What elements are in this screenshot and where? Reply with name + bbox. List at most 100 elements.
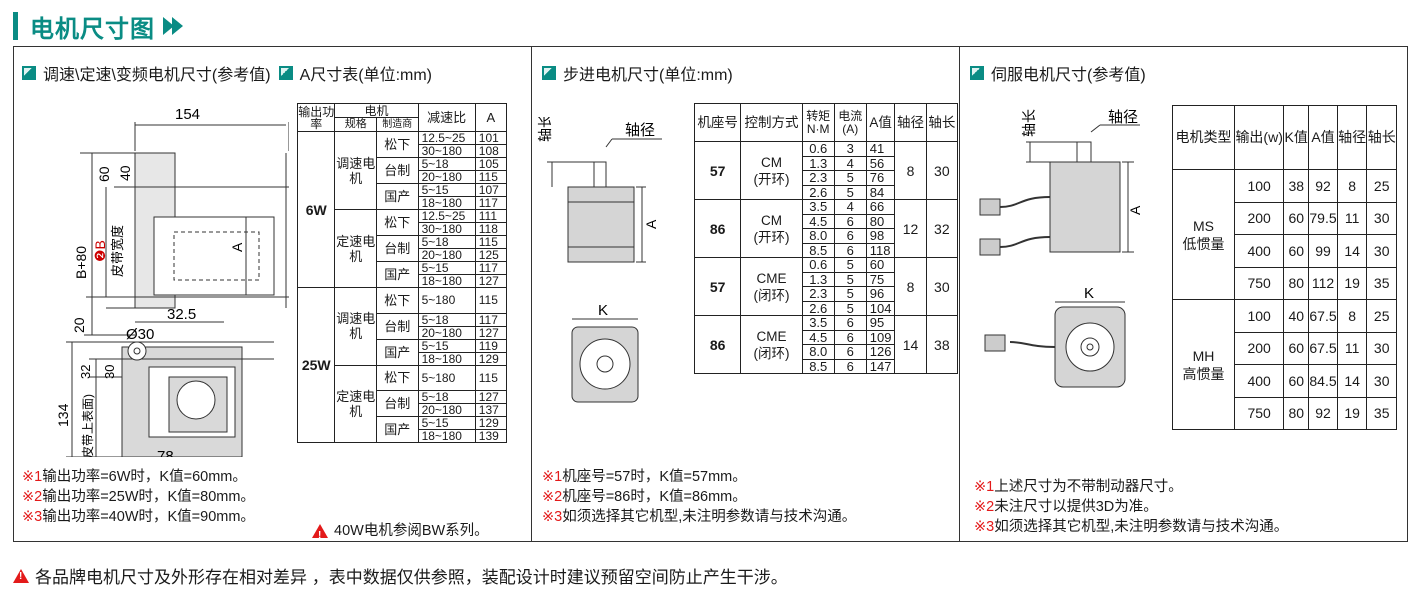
a-value-cell: 60 [865, 257, 896, 273]
ratio-cell: 5~18 [417, 235, 476, 249]
torque-cell: 4.5 [801, 329, 835, 345]
torque-cell: 2.6 [801, 184, 835, 200]
note-2: ※2输出功率=25W时，K值=80mm。 [22, 487, 255, 507]
output-cell: 400 [1233, 364, 1285, 398]
motor-spec-cell: 调速电机 [334, 131, 377, 210]
note-mark: ※2 [542, 489, 563, 505]
frame-size-cell: 86 [693, 315, 742, 374]
th-maker: 制造商 [376, 117, 419, 132]
section-head-text: 调速\定速\变频电机尺寸(参考值) [43, 67, 271, 84]
th-cell: 轴径 [894, 103, 927, 142]
output-cell: 750 [1233, 396, 1285, 430]
note-text: 如须选择其它机型,未注明参数请与技术沟通。 [562, 509, 857, 525]
shaft-len-cell: 35 [1366, 266, 1397, 300]
power-cell: 25W [296, 286, 336, 444]
k-value-cell: 60 [1283, 364, 1310, 398]
ratio-cell: 12.5~25 [417, 131, 476, 145]
k-value-cell: 38 [1283, 169, 1310, 203]
ratio-cell: 18~180 [417, 429, 476, 444]
note-1: ※1输出功率=6W时，K值=60mm。 [22, 467, 255, 487]
dim-b: ❷B [92, 240, 108, 262]
a-value-cell: 115 [474, 287, 508, 314]
a-value-cell: 67.5 [1308, 299, 1338, 333]
a-value-cell: 126 [865, 344, 896, 360]
section-head-speed-motor: 调速\定速\变频电机尺寸(参考值) A尺寸表(单位:mm) [22, 61, 432, 85]
speed-motor-notes: ※1输出功率=6W时，K值=60mm。 ※2输出功率=25W时，K值=80mm。… [22, 467, 255, 527]
note-1: ※1机座号=57时，K值=57mm。 [542, 467, 856, 487]
maker-cell: 台制 [376, 157, 419, 184]
current-cell: 5 [833, 286, 867, 302]
shaft-len-cell: 30 [925, 141, 959, 200]
a-value-cell: 118 [865, 242, 896, 258]
shaft-len-cell: 25 [1366, 299, 1397, 333]
shaft-len-cell: 30 [925, 257, 959, 316]
th-cell: 机座号 [693, 103, 742, 142]
a-value-cell: 67.5 [1308, 331, 1338, 365]
torque-cell: 8.0 [801, 228, 835, 244]
maker-cell: 国产 [376, 261, 419, 288]
a-value-cell: 127 [474, 274, 508, 288]
section-head-stepper: 步进电机尺寸(单位:mm) [542, 61, 733, 85]
bottom-disclaimer: 各品牌电机尺寸及外形存在相对差异 ，表中数据仅供参照，装配设计时建议预留空间防止… [13, 563, 788, 588]
th-cell: 轴径 [1336, 105, 1368, 170]
control-mode-cell: CM (开环) [740, 199, 803, 258]
ratio-cell: 20~180 [417, 325, 476, 340]
a-value-cell: 112 [1308, 266, 1338, 300]
square-bullet-icon [970, 66, 984, 80]
torque-cell: 2.3 [801, 286, 835, 302]
a-value-cell: 109 [865, 329, 896, 345]
a-value-cell: 104 [865, 300, 896, 316]
th-cell: 转矩N·M [801, 103, 835, 142]
note-40w-text: 40W电机参阅BW系列。 [334, 523, 489, 539]
dim-30: 30 [102, 365, 117, 379]
shaft-len-cell: 35 [1366, 396, 1397, 430]
dim-134: 134 [55, 403, 71, 427]
dim-b80: B+80 [73, 246, 89, 279]
stepper-motor-drawing: 轴长 轴径 A K [537, 117, 662, 403]
current-cell: 6 [833, 242, 867, 258]
a-value-cell: 92 [1308, 169, 1338, 203]
shaft-dia-cell: 11 [1336, 331, 1368, 365]
dim-a: A [643, 219, 659, 229]
shaft-dia-cell: 19 [1336, 396, 1368, 430]
th-power: 输出功率 [296, 103, 336, 132]
shaft-dia-cell: 19 [1336, 266, 1368, 300]
servo-motor-drawing: 轴长 轴径 A K [979, 109, 1143, 388]
dim-20: 20 [71, 317, 87, 333]
note-3: ※3输出功率=40W时，K值=90mm。 [22, 507, 255, 527]
square-bullet-icon [22, 66, 36, 80]
page-title: 电机尺寸图 [30, 15, 155, 43]
note-text: 未注尺寸以提供3D为准。 [994, 499, 1158, 515]
th-cell: 电机类型 [1172, 105, 1235, 170]
a-value-cell: 41 [865, 141, 896, 157]
note-text: 机座号=86时，K值=86mm。 [562, 489, 747, 505]
motor-spec-cell: 定速电机 [334, 364, 377, 444]
dim-154: 154 [175, 106, 200, 123]
th-cell: 控制方式 [740, 103, 803, 142]
a-value-cell: 98 [865, 228, 896, 244]
current-cell: 5 [833, 184, 867, 200]
shaft-len-cell: 32 [925, 199, 959, 258]
shaft-dia-cell: 14 [1336, 234, 1368, 268]
a-value-cell: 76 [865, 170, 896, 186]
a-value-cell: 117 [474, 312, 508, 327]
bottom-disclaimer-text: 各品牌电机尺寸及外形存在相对差异 ，表中数据仅供参照，装配设计时建议预留空间防止… [35, 568, 788, 587]
note-mark: ※1 [22, 469, 43, 485]
maker-cell: 松下 [376, 131, 419, 158]
a-value-cell: 119 [474, 338, 508, 353]
ratio-cell: 30~180 [417, 222, 476, 236]
servo-notes: ※1上述尺寸为不带制动器尺寸。 ※2未注尺寸以提供3D为准。 ※3如须选择其它机… [974, 477, 1288, 537]
a-value-cell: 84.5 [1308, 364, 1338, 398]
ratio-cell: 18~180 [417, 351, 476, 366]
